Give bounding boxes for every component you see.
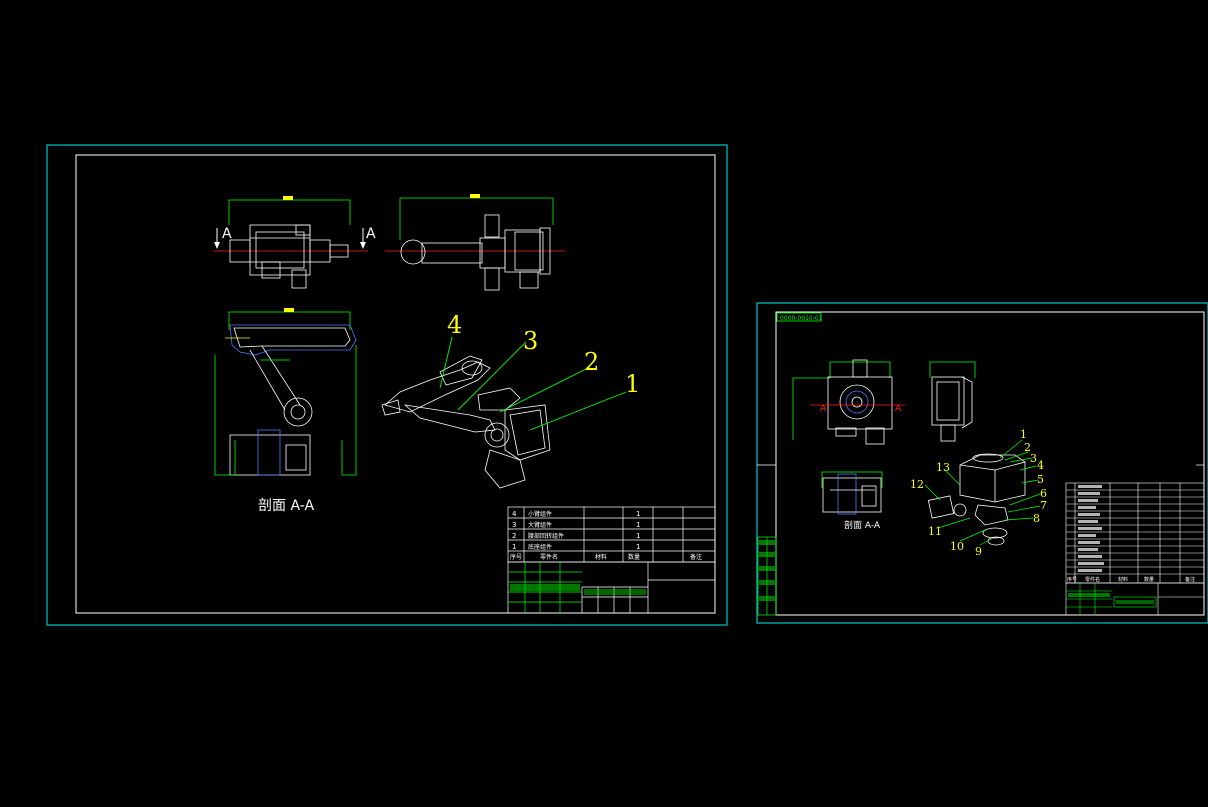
bom-header-qty: 数量 (628, 553, 640, 561)
bom-row-no: 4 (512, 510, 517, 518)
bom-row-qty: 1 (636, 521, 640, 529)
s2-title-block (1065, 582, 1205, 616)
s2-balloon-1: 1 (1020, 428, 1027, 441)
s2-isometric-view (927, 453, 1026, 546)
drawing-number-box (776, 312, 822, 322)
s2-balloon-9: 9 (975, 545, 982, 558)
balloon-3: 3 (523, 327, 538, 355)
balloon-1: 1 (625, 370, 640, 398)
bom-table (507, 506, 716, 563)
s2-bom-header: 序号 零件名 材料 数量 备注 (1067, 576, 1195, 583)
bom-row-qty: 1 (636, 510, 640, 518)
s2-bom-header-material: 材料 (1118, 576, 1128, 583)
s2-balloon-11: 11 (928, 525, 942, 538)
bom-header-no: 序号 (510, 553, 522, 561)
s2-section-mark-left: A (820, 404, 827, 414)
s2-side-view (929, 361, 976, 442)
side-strip (757, 536, 777, 616)
s2-section-label: 剖面 A-A (844, 519, 881, 531)
section-label: 剖面 A-A (258, 498, 314, 514)
s2-balloon-5: 5 (1037, 473, 1044, 486)
s2-balloon-12: 12 (910, 478, 924, 491)
drawing-number: 0000-0010-01 (780, 315, 823, 322)
title-block (507, 561, 716, 614)
s2-bom-table (1065, 482, 1205, 584)
isometric-view (381, 355, 551, 489)
s2-balloon-2: 2 (1024, 441, 1031, 454)
s2-balloons: 1 2 3 4 5 6 7 8 9 10 11 12 13 (910, 428, 1047, 558)
s2-bom-header-name: 零件名 (1085, 576, 1100, 583)
s2-balloon-3: 3 (1030, 452, 1037, 465)
s2-balloon-7: 7 (1040, 499, 1047, 512)
s2-balloon-10: 10 (950, 540, 964, 553)
section-view (214, 308, 357, 476)
s2-balloon-4: 4 (1037, 459, 1044, 472)
bom-header-note: 备注 (690, 553, 702, 561)
bom-row-no: 3 (512, 521, 516, 529)
s2-leaders (924, 439, 1041, 546)
s2-front-view (792, 359, 905, 445)
bom-row-name: 底座组件 (528, 543, 552, 551)
s2-bom-header-no: 序号 (1067, 576, 1077, 583)
section-mark-a-left: A (222, 226, 232, 242)
bom-row-name: 小臂组件 (528, 510, 552, 518)
balloon-2: 2 (584, 348, 599, 376)
sheet-1-inner-border (75, 154, 716, 614)
bom-row-no: 1 (512, 543, 516, 551)
bom-row-qty: 1 (636, 543, 640, 551)
s2-balloon-6: 6 (1040, 487, 1047, 500)
s2-bom-placeholder-text (1078, 485, 1104, 572)
side-view-right (385, 194, 565, 291)
section-mark-a-right: A (366, 226, 376, 242)
s2-section-mark-right: A (895, 404, 902, 414)
s2-section-view (821, 471, 883, 515)
balloon-leaders (439, 336, 627, 431)
balloon-4: 4 (447, 311, 462, 339)
bom-rows: 4 小臂组件 1 3 大臂组件 1 2 腰部回转组件 1 1 底座组件 1 序号… (510, 510, 702, 561)
sheet-1-outer-border (46, 144, 728, 626)
s2-balloon-8: 8 (1033, 512, 1040, 525)
top-view-left (213, 196, 368, 289)
bom-header-material: 材料 (595, 553, 607, 561)
balloons: 4 3 2 1 (447, 311, 640, 398)
s2-bom-header-qty: 数量 (1144, 576, 1154, 583)
section-mark-left: A A (214, 226, 376, 249)
bom-header-name: 零件名 (540, 553, 558, 561)
sheet-2-inner-border (775, 311, 1205, 616)
bom-row-name: 腰部回转组件 (528, 532, 564, 540)
sheet-2-outer-border (756, 302, 1208, 624)
sheet-1[interactable]: A A (46, 144, 728, 626)
s2-balloon-13: 13 (936, 461, 950, 474)
bom-row-name: 大臂组件 (528, 521, 552, 529)
sheet-2[interactable]: 0000-0010-01 A A (756, 302, 1208, 624)
bom-row-no: 2 (512, 532, 516, 540)
s2-bom-header-note: 备注 (1185, 576, 1195, 583)
bom-row-qty: 1 (636, 532, 640, 540)
